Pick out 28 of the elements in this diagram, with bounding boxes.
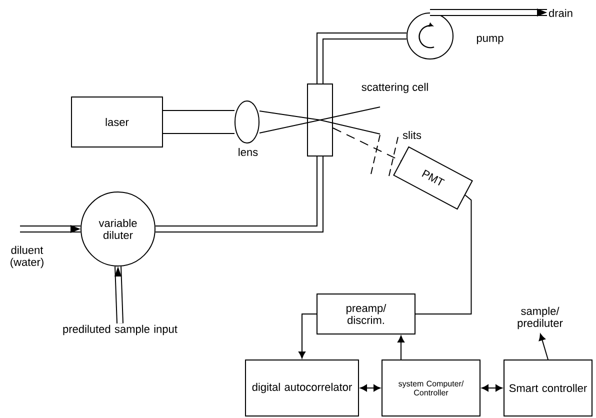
tube	[114, 266, 124, 324]
prediluter-label: sample/ prediluter	[518, 306, 563, 330]
part-label: diluent (water)	[10, 246, 44, 268]
arrow	[538, 334, 548, 360]
light-beam	[259, 110, 320, 134]
drain-label: drain	[548, 8, 572, 18]
laser-box: laser	[71, 96, 163, 148]
tube	[156, 156, 324, 232]
lens-ellipse	[234, 100, 260, 144]
arrow	[482, 384, 502, 392]
pmt-box: PMT	[393, 146, 473, 210]
arrow	[398, 336, 404, 360]
controller-box: Smart controller	[504, 360, 592, 416]
light-beam	[163, 110, 234, 134]
arrow	[360, 384, 380, 392]
part-label: scattering cell	[362, 82, 428, 94]
autocorrelator-box: digital autocorrelator	[245, 360, 359, 416]
scattering-cell	[307, 84, 333, 156]
pump-circle	[406, 12, 454, 60]
part-label: pump	[476, 36, 504, 44]
sample-input-label: prediluted sample input	[63, 324, 178, 336]
tube	[430, 8, 547, 16]
arrow	[298, 314, 317, 358]
preamp-box: preamp/ discrim.	[316, 294, 416, 334]
tube	[316, 32, 406, 84]
tube	[20, 225, 80, 233]
part-label: lens	[238, 148, 258, 156]
computer-box: system Computer/ Controller	[382, 360, 480, 416]
